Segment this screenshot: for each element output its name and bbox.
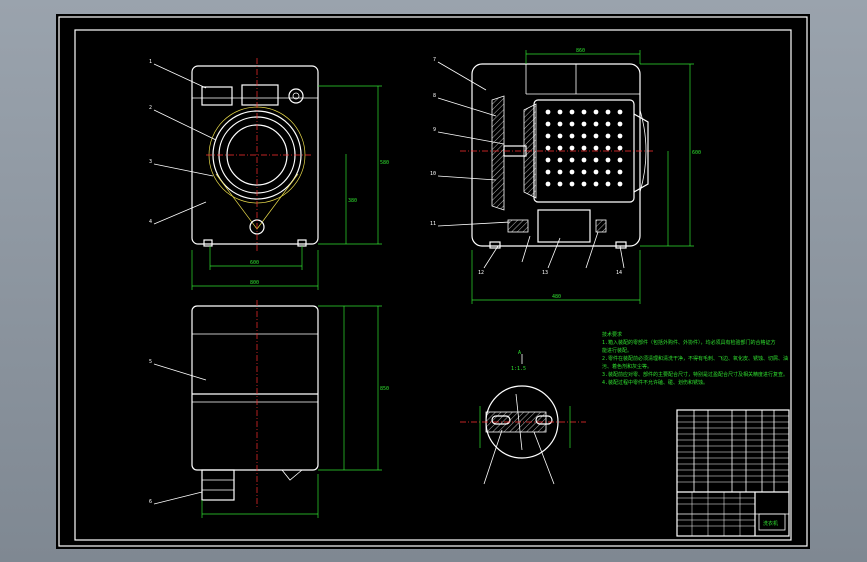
balloon-4: 4: [149, 219, 152, 225]
dim-door-height: 380: [348, 198, 357, 204]
drawing-sheet: 1 2 3 4 5 6 7 8 9 10 11 12 13 14 600 800…: [56, 14, 810, 549]
balloon-13: 13: [542, 270, 548, 276]
detail-a-scale: 1:1.5: [511, 366, 526, 372]
outer-frame: [58, 16, 808, 547]
dim-side-height: 600: [692, 150, 701, 156]
note-line-2: 能进行装配。: [602, 347, 632, 354]
dim-front-width: 800: [250, 280, 259, 286]
title-block: [676, 409, 790, 537]
dim-side-top: 860: [576, 48, 585, 54]
detail-a-view: [460, 354, 586, 485]
note-line-5: 3.装配前应对零、部件的主要配合尺寸，特别是过盈配合尺寸及相关精度进行复查。: [602, 371, 788, 378]
balloon-10: 10: [430, 171, 436, 177]
detail-a-label: A: [518, 350, 521, 356]
note-line-4: 污、着色剂和灰尘等。: [602, 363, 652, 370]
notes-title: 技术要求: [602, 331, 622, 338]
dim-foot-spacing: 600: [250, 260, 259, 266]
drum-holes: [545, 109, 623, 187]
front-view-balloons: [153, 63, 217, 225]
note-line-6: 4.装配过程中零件不允许磕、碰、划伤和锈蚀。: [602, 379, 708, 386]
balloon-11: 11: [430, 221, 436, 227]
balloon-5: 5: [149, 359, 152, 365]
dim-front-height: 580: [380, 160, 389, 166]
top-view: [153, 300, 382, 518]
balloon-2: 2: [149, 105, 152, 111]
balloon-7: 7: [433, 57, 436, 63]
dim-top-depth: 850: [380, 386, 389, 392]
balloon-6: 6: [149, 499, 152, 505]
side-section-view: [437, 50, 694, 304]
note-line-3: 2.零件在装配前必须清理和清洗干净，不得有毛刺、飞边、氧化皮、锈蚀、切屑、油: [602, 355, 788, 362]
balloon-9: 9: [433, 127, 436, 133]
balloon-14: 14: [616, 270, 622, 276]
inner-frame: [74, 29, 792, 541]
balloon-12: 12: [478, 270, 484, 276]
balloon-1: 1: [149, 59, 152, 65]
title-block-name: 洗衣机: [763, 520, 778, 527]
note-line-1: 1.箱入装配的零部件（包括外购件、外协件），均必须具有检验部门的合格证方: [602, 339, 776, 346]
balloon-3: 3: [149, 159, 152, 165]
cad-drawing: 1 2 3 4 5 6 7 8 9 10 11 12 13 14 600 800…: [58, 16, 808, 547]
balloon-8: 8: [433, 93, 436, 99]
front-view: [191, 58, 382, 290]
dim-side-depth: 480: [552, 294, 561, 300]
